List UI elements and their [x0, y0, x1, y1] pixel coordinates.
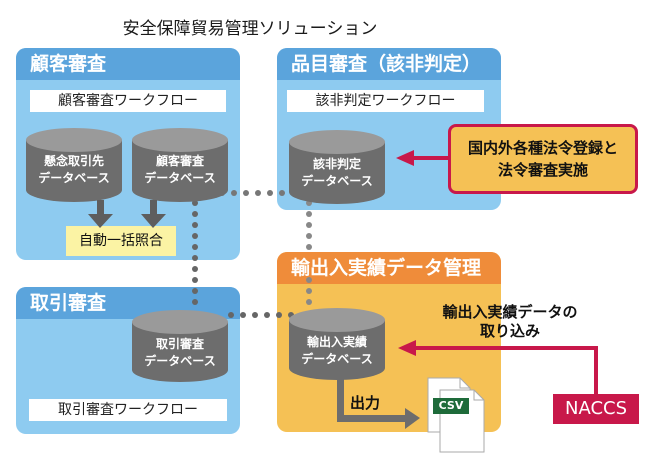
naccs-system-box: NACCS: [553, 394, 639, 424]
concern-party-database-icon: [26, 128, 122, 202]
trade-record-database-icon: [289, 308, 385, 380]
customer-screening-database-icon: [132, 128, 228, 202]
transaction-workflow-box: 取引審査ワークフロー: [29, 399, 227, 421]
concern-db-label-line2: データベース: [38, 171, 110, 185]
diagram-title: 安全保障貿易管理ソリューション: [122, 19, 378, 39]
customer-screening-header: 顧客審査: [16, 48, 240, 80]
dotted-connector-vertical-right: [306, 200, 312, 305]
trade-data-header: 輸出入実績データ管理: [277, 252, 501, 284]
transaction-db-label-line2: データベース: [144, 354, 216, 368]
transaction-screening-database-icon: [132, 310, 228, 382]
law-box-line1: 国内外各種法令登録と: [467, 139, 618, 157]
transaction-screening-database: 取引審査 データベース: [132, 336, 228, 376]
classification-db-label-line2: データベース: [301, 174, 373, 188]
customer-screening-database: 顧客審査 データベース: [132, 153, 228, 193]
concern-party-database: 懸念取引先 データベース: [26, 153, 122, 193]
classification-database-icon: [289, 130, 385, 204]
law-registration-box: 国内外各種法令登録と 法令審査実施: [448, 124, 638, 194]
dotted-connector-vertical-left: [192, 200, 198, 305]
dotted-connector-customer-item: [219, 190, 285, 196]
law-to-classification-arrow-icon: [396, 150, 452, 166]
csv-file-label: CSV: [438, 399, 464, 412]
classification-workflow-box: 該非判定ワークフロー: [287, 90, 484, 112]
trade-data-import-label: 輸出入実績データの 取り込み: [420, 303, 600, 341]
csv-file-icon: [427, 377, 485, 453]
auto-batch-matching-box: 自動一括照合: [66, 226, 176, 256]
classification-database: 該非判定 データベース: [289, 156, 385, 196]
customer-workflow-box: 顧客審査ワークフロー: [30, 90, 226, 112]
arrow-down-icon: [88, 200, 113, 228]
arrow-down-icon: [141, 200, 166, 228]
classification-db-label-line1: 該非判定: [312, 157, 361, 171]
customer-db-label-line1: 顧客審査: [155, 154, 204, 168]
concern-db-label-line1: 懸念取引先: [43, 154, 104, 168]
import-label-line2: 取り込み: [479, 322, 540, 340]
naccs-import-arrow-icon: [398, 340, 598, 396]
trade-record-database: 輸出入実績 データベース: [289, 334, 385, 374]
output-label: 出力: [350, 394, 381, 412]
law-box-line2: 法令審査実施: [497, 161, 588, 179]
trade-db-label-line1: 輸出入実績: [306, 335, 367, 349]
output-arrow-icon: [337, 378, 420, 429]
dotted-connector-transaction-trade: [228, 312, 294, 318]
transaction-db-label-line1: 取引審査: [155, 337, 204, 351]
import-label-line1: 輸出入実績データの: [442, 303, 578, 321]
trade-db-label-line2: データベース: [301, 352, 373, 366]
item-screening-header: 品目審査（該非判定）: [277, 48, 501, 80]
customer-db-label-line2: データベース: [144, 171, 216, 185]
